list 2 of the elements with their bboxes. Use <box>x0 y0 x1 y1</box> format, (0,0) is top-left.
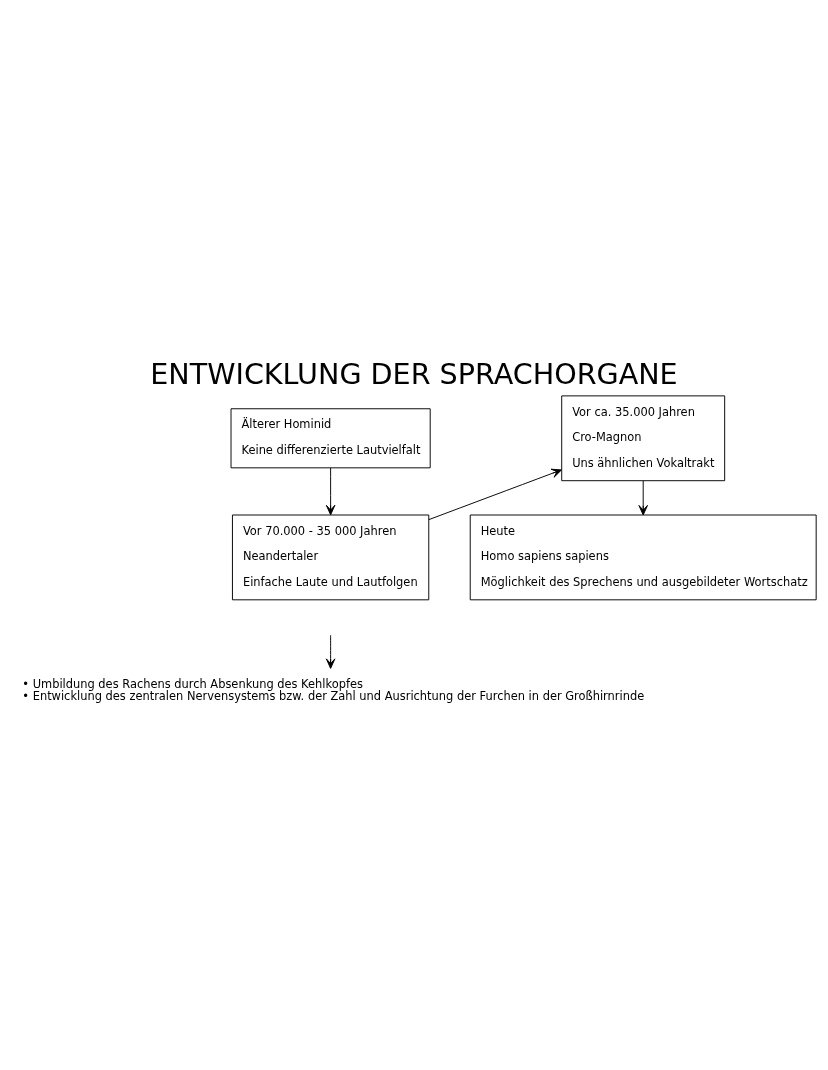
node-text: • Umbildung des Rachens durch Absenkung des Kehlkopfes • Entwicklung des zentralen Nervensystems bzw. der Zahl und Ausrichtung der Furchen in der Großhirnrinde <box>22 676 645 703</box>
diagram-title: ENTWICKLUNG DER SPRACHORGANE <box>150 356 678 390</box>
